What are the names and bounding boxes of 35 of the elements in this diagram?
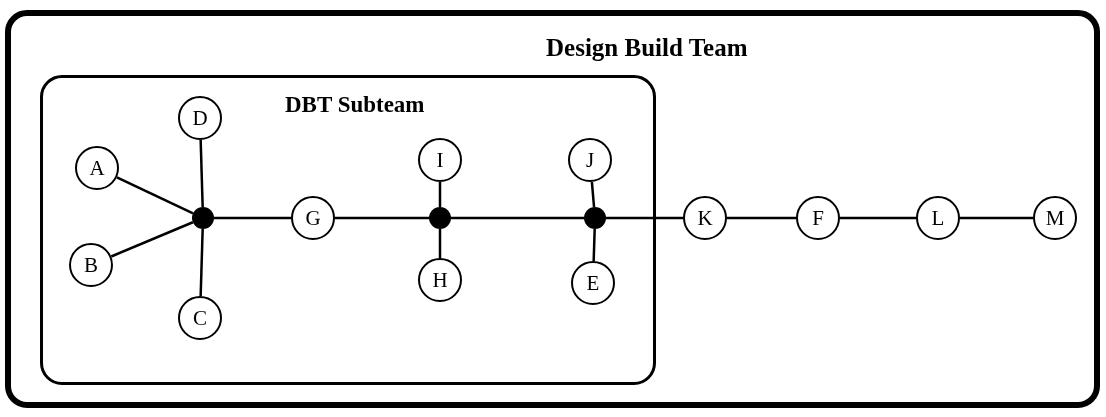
- member-circle: L: [916, 196, 960, 240]
- member-circle: D: [178, 96, 222, 140]
- team-title: DBT Subteam: [285, 92, 425, 118]
- junction-dot: [584, 207, 606, 229]
- connector-line: [116, 176, 194, 215]
- member-circle: J: [568, 138, 612, 182]
- connector-line: [451, 216, 584, 220]
- connector-line: [592, 228, 596, 262]
- connector-line: [960, 216, 1033, 220]
- connector-line: [438, 229, 442, 258]
- member-circle: F: [796, 196, 840, 240]
- member-circle: H: [418, 258, 462, 302]
- member-circle: I: [418, 138, 462, 182]
- connector-line: [199, 228, 204, 297]
- connector-line: [590, 181, 596, 208]
- junction-dot: [192, 207, 214, 229]
- connector-line: [214, 216, 291, 220]
- connector-line: [840, 216, 916, 220]
- member-circle: B: [69, 243, 113, 287]
- member-circle: E: [571, 261, 615, 305]
- member-circle: A: [75, 146, 119, 190]
- connector-line: [335, 216, 429, 220]
- connector-line: [199, 139, 204, 208]
- junction-dot: [429, 207, 451, 229]
- connector-line: [606, 216, 683, 220]
- member-circle: M: [1033, 196, 1077, 240]
- member-circle: K: [683, 196, 727, 240]
- connector-line: [727, 216, 796, 220]
- member-circle: G: [291, 196, 335, 240]
- team-title: Design Build Team: [546, 34, 748, 62]
- team-box: [5, 10, 1100, 408]
- connector-line: [110, 221, 194, 258]
- connector-line: [438, 182, 442, 207]
- team-box: [40, 75, 656, 385]
- member-circle: C: [178, 296, 222, 340]
